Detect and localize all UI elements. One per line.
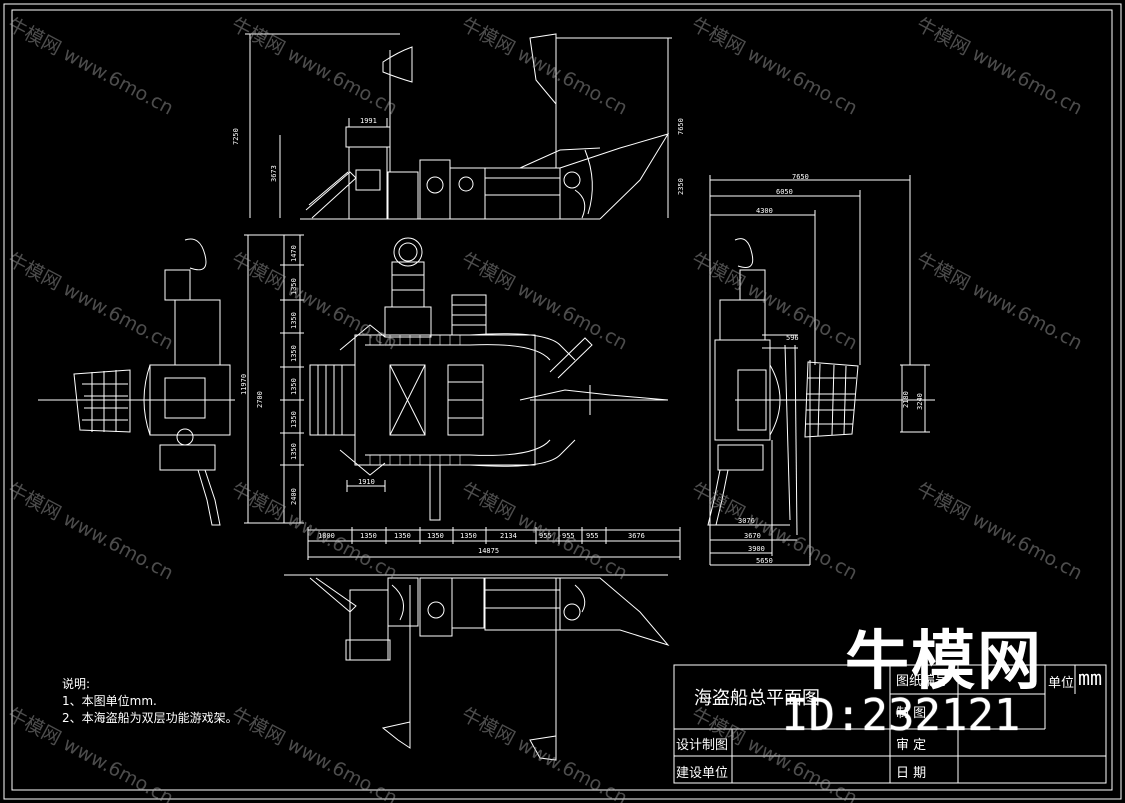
notes-heading: 说明: (62, 677, 91, 691)
dim-left-6: 1350 (290, 411, 298, 428)
dim-left-5: 1350 (290, 378, 298, 395)
watermark-logo: 牛模网 (845, 625, 1043, 699)
dim-front-right-sub: 2350 (677, 178, 685, 195)
dim-right-2180: 2180 (902, 391, 910, 408)
tb-drawing-no: 图纸编号 (896, 674, 949, 689)
dim-bottom-1: 1800 (318, 532, 335, 540)
outer-border (3, 3, 1122, 800)
dim-bottom-9: 955 (586, 532, 599, 540)
dim-right-top-3: 4300 (756, 207, 773, 215)
tb-builder: 建设单位 (676, 766, 729, 781)
tb-unit-label: 单位 (1048, 676, 1075, 691)
left-elevation (38, 238, 235, 526)
dim-bottom-6: 2134 (500, 532, 517, 540)
dim-bottom-2: 1350 (360, 532, 377, 540)
dim-right-bot-2: 3670 (744, 532, 761, 540)
dim-bottom-total: 14875 (478, 547, 499, 555)
notes-line-1: 1、本图单位mm. (62, 694, 157, 708)
dim-left-4: 1350 (290, 345, 298, 362)
dim-front-width: 1991 (360, 117, 377, 125)
dim-bottom-5: 1350 (460, 532, 477, 540)
dim-right-3240: 3240 (916, 393, 924, 410)
dim-right-top-1: 7650 (792, 173, 809, 181)
dim-left-7: 1350 (290, 443, 298, 460)
dim-right-bot-1: 3076 (738, 517, 755, 525)
dim-left-3: 1350 (290, 312, 298, 329)
dim-right-596: 596 (786, 334, 799, 342)
tb-designer: 设计制图 (676, 738, 729, 753)
drawing-title: 海盗船总平面图 (694, 688, 820, 709)
dim-left-1: 1470 (290, 245, 298, 262)
dim-bottom-3: 1350 (394, 532, 411, 540)
dim-front-right-height: 7650 (677, 118, 685, 135)
dim-bottom-8: 955 (562, 532, 575, 540)
right-elevation (707, 175, 935, 566)
dim-front-height: 7250 (232, 128, 240, 145)
plan-view (244, 234, 681, 560)
dim-right-bot-3: 3900 (748, 545, 765, 553)
tb-unit-value: mm (1078, 666, 1103, 690)
watermark-id: ID:232121 (782, 690, 1021, 741)
notes-line-2: 2、本海盗船为双层功能游戏架。 (62, 711, 238, 725)
inner-border (11, 9, 1113, 791)
dim-bottom-7: 955 (539, 532, 552, 540)
tb-checker: 审 定 (896, 738, 927, 753)
tb-date: 日 期 (896, 766, 927, 781)
dim-bottom-4: 1350 (427, 532, 444, 540)
title-block (673, 664, 1107, 784)
back-elevation-bottom (284, 574, 670, 761)
dim-left-2: 1350 (290, 278, 298, 295)
dim-right-top-2: 6050 (776, 188, 793, 196)
dim-left-8: 2400 (290, 488, 298, 505)
dim-1910: 1910 (358, 478, 375, 486)
tb-drawing-label: 制 图 (896, 706, 927, 721)
dimension-labels: 7250 1991 3673 7650 2350 1470 1350 1350 … (232, 117, 924, 565)
dim-right-bot-4: 5650 (756, 557, 773, 565)
dim-bottom-10: 3676 (628, 532, 645, 540)
dim-left-total: 11970 (240, 374, 248, 395)
dim-front-sub: 3673 (270, 165, 278, 182)
drawing-notes: 说明: 1、本图单位mm. 2、本海盗船为双层功能游戏架。 (62, 676, 238, 727)
dim-left-mid: 2700 (256, 391, 264, 408)
front-elevation-top (245, 33, 672, 220)
